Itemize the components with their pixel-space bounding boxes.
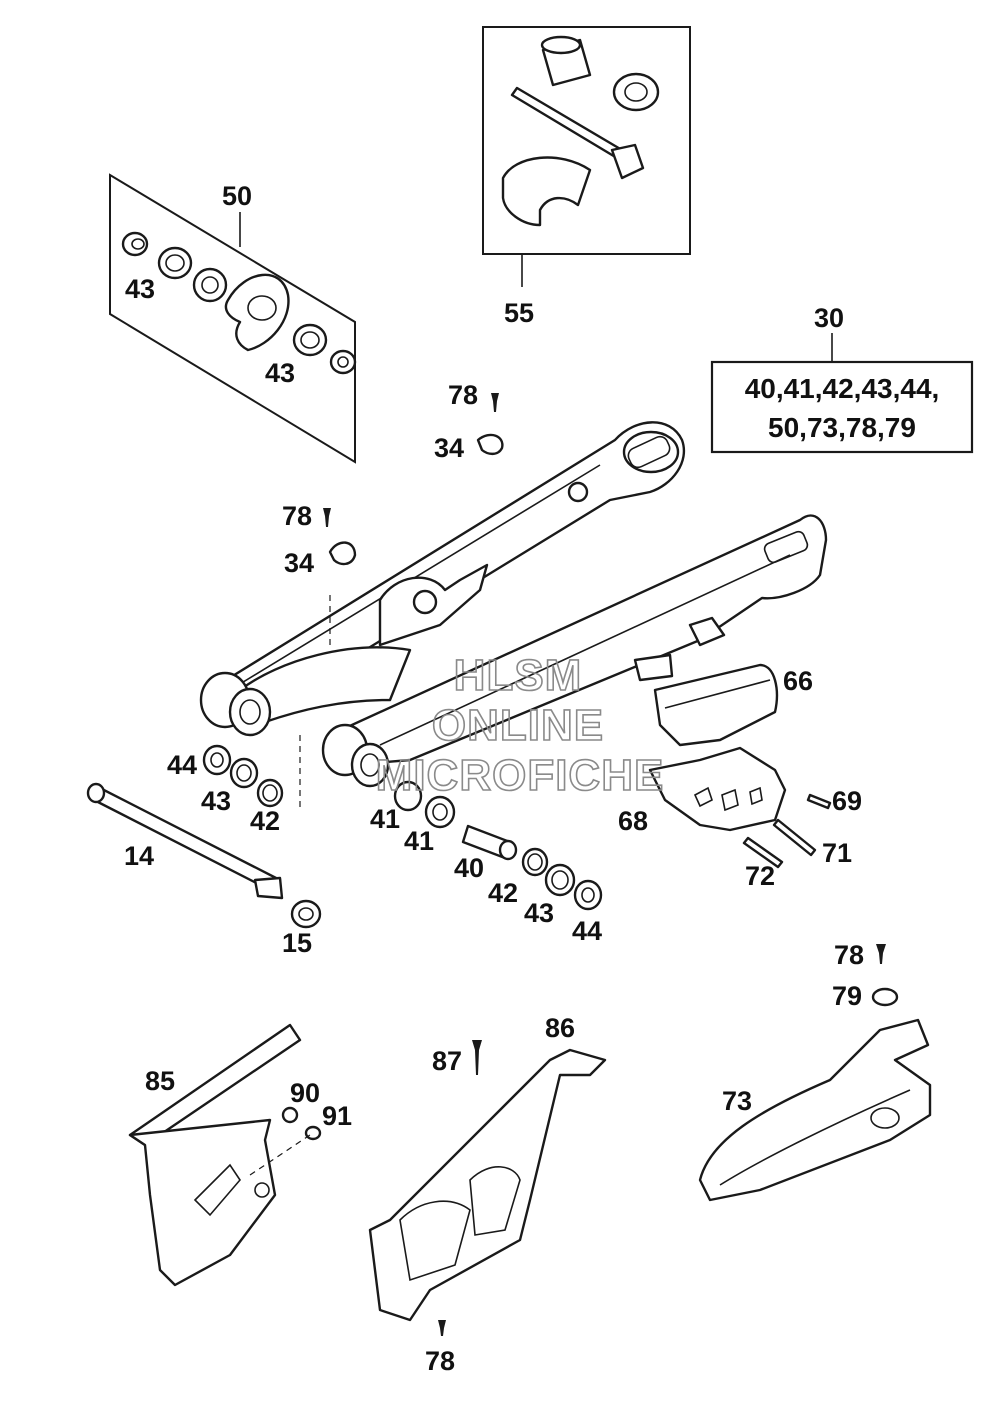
kit-50-frame [109,173,356,464]
watermark: HLSM ONLINE MICROFICHE [375,650,665,801]
clip-34-upper [476,393,504,456]
label-42-left: 42 [250,806,280,836]
label-42-right: 42 [488,878,518,908]
label-55: 55 [504,298,534,328]
label-44-left: 44 [167,750,197,780]
label-72: 72 [745,861,775,891]
bolt-72 [742,836,784,869]
label-43-right: 43 [524,898,554,928]
label-43-kit-left: 43 [125,274,155,304]
label-90: 90 [290,1078,320,1108]
chain-guard-86 [368,1048,607,1322]
label-78-mid: 78 [282,501,312,531]
label-44-right: 44 [572,916,602,946]
screw-78-guard [438,1320,446,1336]
screw-87 [472,1040,482,1075]
chain-guide-slider [653,663,779,747]
kit-50-bearing-right [292,323,328,357]
label-86: 86 [545,1013,575,1043]
label-34-top: 34 [434,433,464,463]
label-34-mid: 34 [284,548,314,578]
label-78-slider: 78 [834,940,864,970]
pivot-shaft [86,782,284,900]
bearing-set-right [393,780,603,911]
label-69: 69 [832,786,862,816]
label-15: 15 [282,928,312,958]
chain-guide-plate [648,746,787,832]
label-50: 50 [222,181,252,211]
watermark-line2: ONLINE [432,701,604,750]
chain-slider-73 [698,1018,932,1202]
washer-91 [304,1125,322,1141]
bolt-71 [772,818,817,857]
kit-55-group [482,26,691,287]
label-40: 40 [454,853,484,883]
kit-50-spacer-left [121,231,149,257]
bolt-69 [806,793,832,810]
pivot-nut [290,899,322,929]
kit-30-group: 40,41,42,43,44, 50,73,78,79 [710,333,974,454]
kit-50-group [109,173,357,464]
label-73: 73 [722,1086,752,1116]
kit-50-bushing [192,267,228,303]
watermark-line3: MICROFICHE [376,751,665,800]
kit-50-spacer-right [329,349,357,375]
label-41-b: 41 [404,826,434,856]
label-78-bottom: 78 [425,1346,455,1376]
clip-79 [871,987,899,1007]
kit-50-dust-seal-shell [224,273,290,352]
kit-55-frame [482,26,691,255]
label-14: 14 [124,841,154,871]
label-66: 66 [783,666,813,696]
label-78-top: 78 [448,380,478,410]
bearing-set-left [202,744,284,808]
kit-55-bolt [510,86,645,180]
label-41-a: 41 [370,804,400,834]
sprocket-guard-85 [128,1023,302,1287]
label-68: 68 [618,806,648,836]
kit-30-line1: 40,41,42,43,44, [745,373,940,404]
kit-55-washer [612,72,660,112]
screw-78-slider [876,944,886,964]
label-43-left: 43 [201,786,231,816]
watermark-line1: HLSM [454,651,583,700]
label-79: 79 [832,981,862,1011]
label-85: 85 [145,1066,175,1096]
kit-55-guide-half [501,156,592,227]
label-30: 30 [814,303,844,333]
clip-34-lower [323,508,357,566]
label-87: 87 [432,1046,462,1076]
kit-30-frame [710,360,974,454]
kit-55-sleeve [540,35,592,87]
label-43-kit-right: 43 [265,358,295,388]
nut-90 [281,1106,299,1124]
label-71: 71 [822,838,852,868]
kit-50-bearing-left [157,246,193,280]
kit-30-line2: 50,73,78,79 [768,412,916,443]
label-91: 91 [322,1101,352,1131]
swingarm [199,421,828,788]
